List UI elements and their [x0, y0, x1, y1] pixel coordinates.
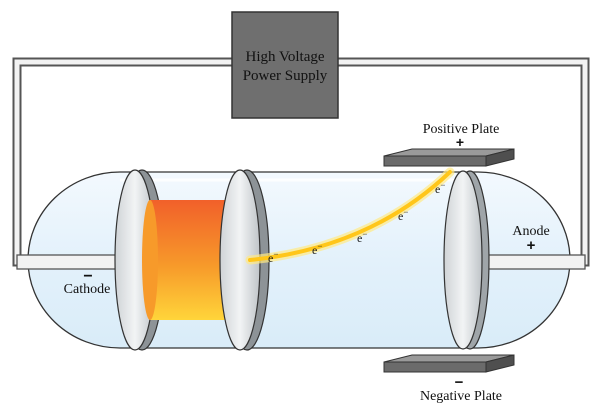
cathode-label: Cathode — [64, 282, 111, 297]
anode-label: Anode — [512, 224, 549, 239]
electron-label: e− — [312, 241, 322, 257]
power-supply-label-line1: High Voltage — [245, 49, 324, 65]
cathode-heater — [150, 200, 228, 320]
electron-beam — [245, 167, 455, 265]
electron-label: e− — [357, 229, 367, 245]
cathode-sign: − — [83, 268, 92, 285]
negative-plate-sign: − — [455, 374, 464, 391]
electron-label: e− — [398, 207, 408, 223]
power-supply: High Voltage Power Supply — [231, 11, 339, 119]
anode-sign: + — [527, 237, 536, 254]
positive-plate-sign: + — [456, 134, 464, 150]
anode-rod — [474, 254, 586, 270]
anode-label-group: Anode + — [512, 224, 549, 254]
electron-label: e− — [435, 180, 445, 196]
electron-labels: e− e− e− e− e− — [268, 180, 445, 265]
anode-disk — [443, 170, 490, 350]
power-supply-label-line2: Power Supply — [243, 68, 328, 84]
positive-plate: Positive Plate + — [383, 122, 515, 167]
positive-plate-label: Positive Plate — [423, 122, 500, 137]
negative-plate: − Negative Plate — [383, 354, 515, 404]
electron-label: e− — [268, 249, 278, 265]
negative-plate-label: Negative Plate — [420, 389, 502, 404]
cathode-label-group: − Cathode — [64, 268, 111, 297]
cathode-rod — [16, 254, 130, 270]
